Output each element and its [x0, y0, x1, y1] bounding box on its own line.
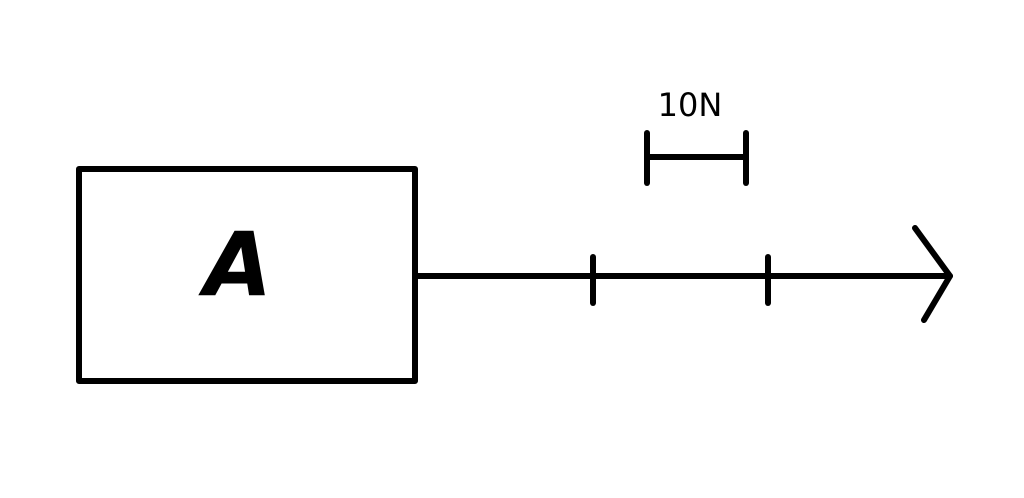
- force-arrow: [412, 225, 953, 323]
- scale-bar: 10N: [644, 86, 749, 186]
- scale-label: 10N: [658, 86, 723, 124]
- block-label: A: [198, 213, 272, 316]
- block-a: A: [76, 166, 418, 384]
- force-arrow-head: [912, 225, 953, 323]
